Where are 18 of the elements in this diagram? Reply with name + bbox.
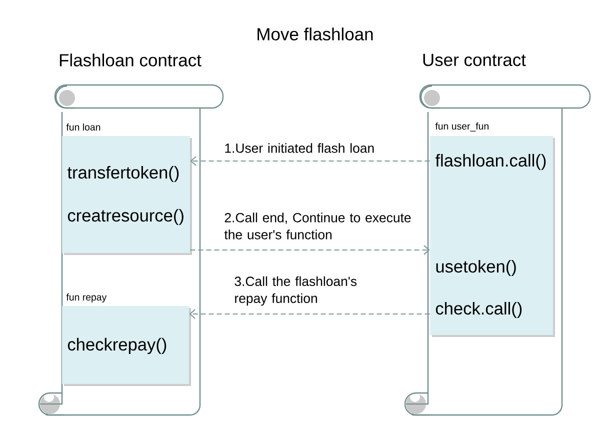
arrow [190,156,430,166]
edge-label: 1.User initiated flash loan [225,143,374,153]
function-label: fun user_fun [435,122,488,132]
title: Move flashloan [258,28,373,40]
edge-label: 3.Call the flashloan's repay function [234,276,357,306]
function-label: fun repay [66,293,107,302]
node-label: check.call() [436,302,522,318]
contract-heading: Flashloan contract [60,54,202,66]
edge-label: 2.Call end, Continue to execute the user's function [224,212,411,240]
arrow [190,245,430,255]
function-box: flashloan.call() usetoken() check.call() [430,136,555,337]
node-label: usetoken() [436,260,516,276]
function-box: checkrepay() [62,306,191,386]
function-box: transfertoken() creatresource() [62,136,192,255]
node-label: flashloan.call() [435,154,546,170]
arrow [189,309,430,319]
contract-heading: User contract [423,54,526,66]
function-label: fun loan [66,123,100,131]
